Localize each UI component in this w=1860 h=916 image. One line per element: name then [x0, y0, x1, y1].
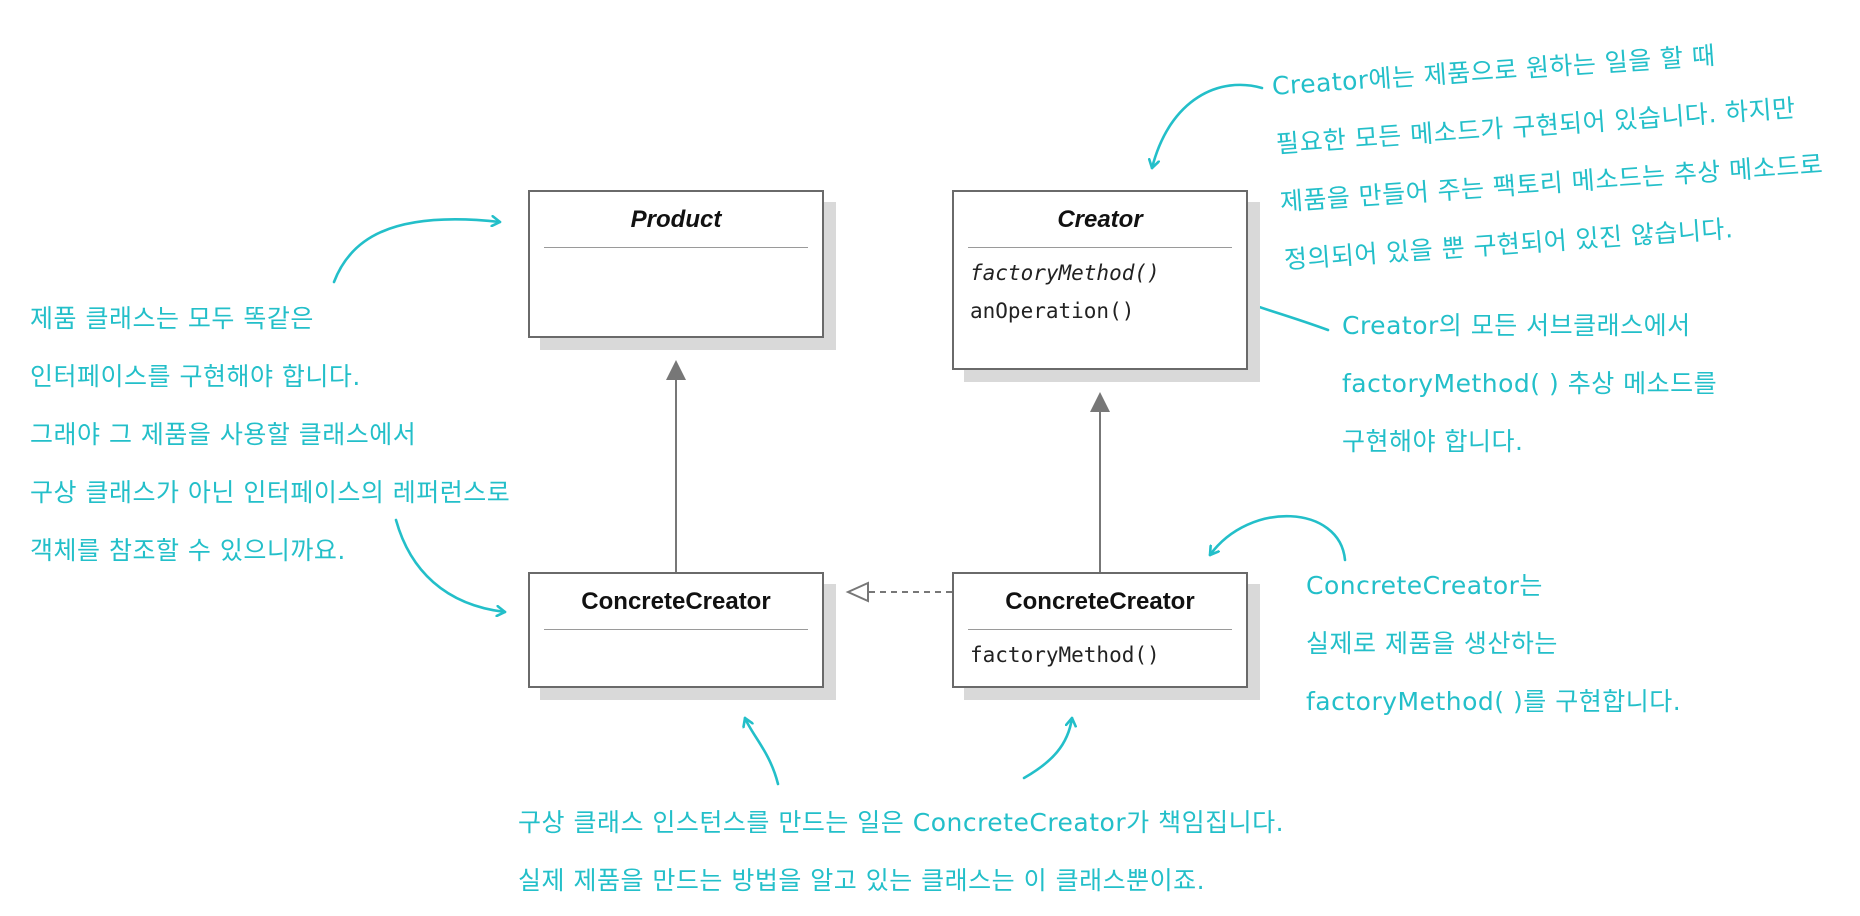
concrete-creator-class-box: ConcreteCreator factoryMethod() [952, 572, 1248, 688]
note-line: 그래야 그 제품을 사용할 클래스에서 [30, 420, 417, 449]
note-line: Creator의 모든 서브클래스에서 [1342, 311, 1691, 340]
concrete-product-class-box: ConcreteCreator [528, 572, 824, 688]
arrow-concrete-creator-note [1208, 514, 1347, 562]
bottom-note: 구상 클래스 인스턴스를 만드는 일은 ConcreteCreator가 책임집… [518, 794, 1284, 910]
note-line: factoryMethod( ) 추상 메소드를 [1342, 369, 1718, 398]
concrete-creator-method-factory: factoryMethod() [970, 643, 1160, 667]
creator-class-box: Creator factoryMethod() anOperation() [952, 190, 1248, 370]
product-class-box: Product [528, 190, 824, 338]
creator-method-operation: anOperation() [970, 299, 1135, 323]
concrete-creator-class-title: ConcreteCreator [1005, 588, 1195, 615]
product-class-title: Product [630, 206, 722, 233]
arrow-bottom-right [1022, 716, 1072, 780]
arrow-product-note [332, 219, 502, 284]
note-line: 구상 클래스 인스턴스를 만드는 일은 ConcreteCreator가 책임집… [518, 808, 1285, 837]
class-divider [544, 247, 808, 248]
note-line: 인터페이스를 구현해야 합니다. [30, 362, 361, 391]
inheritance-product [666, 360, 686, 572]
note-line: ConcreteCreator는 [1306, 571, 1543, 600]
note-line: 구상 클래스가 아닌 인터페이스의 레퍼런스로 [30, 478, 511, 507]
concrete-creator-note: ConcreteCreator는 실제로 제품을 생산하는 factoryMet… [1306, 557, 1681, 731]
dependency-arrow [845, 581, 952, 603]
note-line: 구현해야 합니다. [1342, 427, 1524, 456]
product-note: 제품 클래스는 모두 똑같은 인터페이스를 구현해야 합니다. 그래야 그 제품… [30, 290, 510, 580]
note-line: 실제 제품을 만드는 방법을 알고 있는 클래스는 이 클래스뿐이죠. [518, 866, 1206, 895]
class-divider [968, 629, 1232, 630]
note-line: 객체를 참조할 수 있으니까요. [30, 536, 346, 565]
creator-method-factory: factoryMethod() [970, 261, 1160, 285]
concrete-product-class-title: ConcreteCreator [581, 588, 771, 615]
arrow-creator-note [1152, 83, 1264, 170]
note-line: 제품 클래스는 모두 똑같은 [30, 304, 314, 333]
note-line: factoryMethod( )를 구현합니다. [1306, 687, 1682, 716]
creator-note: Creator에는 제품으로 원하는 일을 할 때 필요한 모든 메소드가 구현… [1270, 20, 1829, 289]
note-line: 실제로 제품을 생산하는 [1306, 629, 1558, 658]
inheritance-creator [1090, 392, 1110, 572]
creator-class-title: Creator [1057, 206, 1143, 233]
arrow-bottom-left [745, 716, 780, 786]
arrow-product-note-down [394, 518, 507, 612]
subclass-note: Creator의 모든 서브클래스에서 factoryMethod( ) 추상 … [1342, 297, 1717, 471]
class-divider [968, 247, 1232, 248]
class-divider [544, 629, 808, 630]
